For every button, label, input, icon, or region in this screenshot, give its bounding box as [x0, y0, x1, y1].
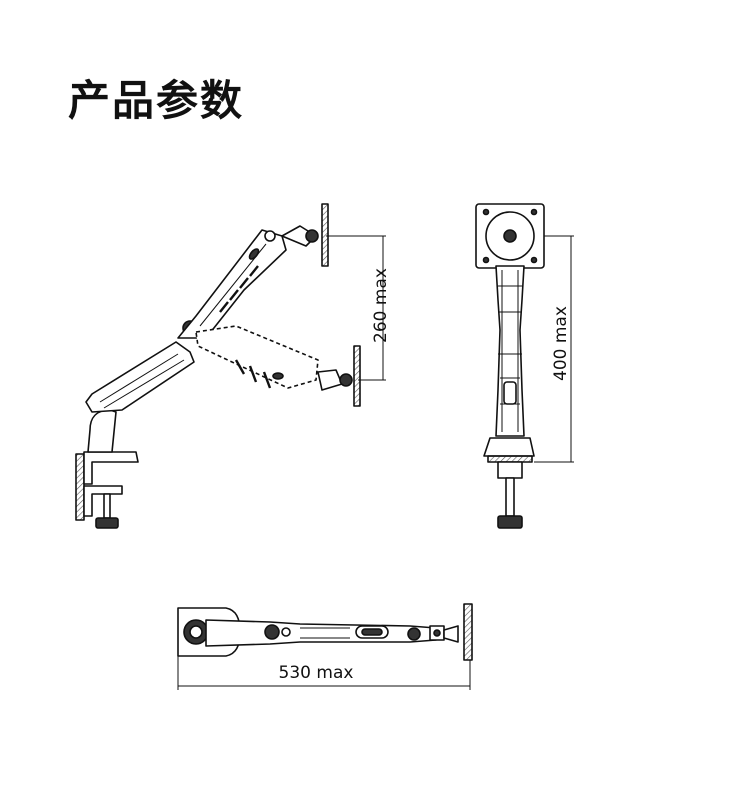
side-dimension-label: 260 max [371, 268, 391, 343]
base-pole [87, 409, 117, 453]
vesa-plate-raised [321, 203, 329, 267]
front-dimension-line [534, 235, 574, 463]
base-front [483, 437, 535, 457]
front-view [475, 203, 574, 529]
page-title: 产品参数 [68, 76, 245, 125]
upper-arm-raised [177, 229, 287, 339]
side-dimension-line [326, 235, 386, 381]
top-view [177, 603, 473, 690]
desk-clamp [75, 451, 139, 529]
top-dimension-label: 530 max [279, 663, 354, 683]
arm-stack [495, 265, 525, 437]
upper-arm-lowered [195, 325, 319, 389]
vesa-plate-top [463, 603, 473, 661]
vesa-plate-lowered [353, 345, 361, 407]
side-view [75, 203, 386, 529]
top-dimension-line [177, 656, 471, 690]
front-dimension-label: 400 max [551, 306, 571, 381]
arm-top [205, 619, 437, 647]
